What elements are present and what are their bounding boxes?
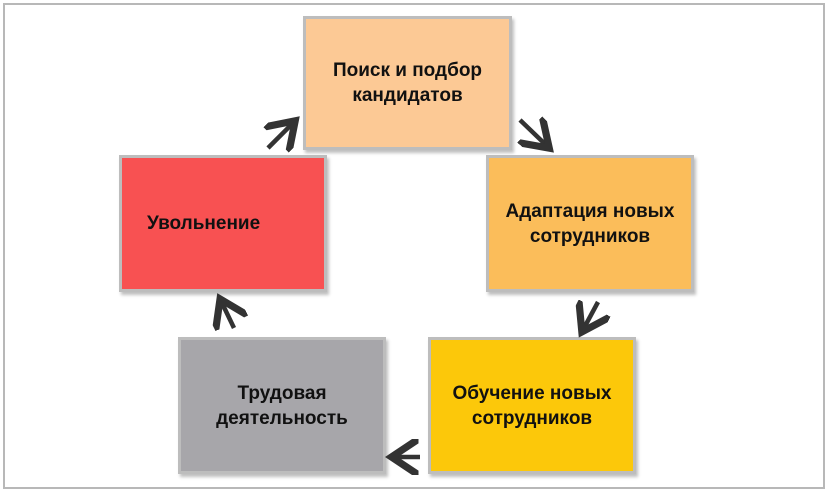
stage-search-label: Поиск и подбор кандидатов (332, 60, 483, 106)
stage-train-label: Обучение новых сотрудников (452, 382, 612, 429)
stage-adapt-label: Адаптация новых сотрудников (505, 200, 675, 247)
stage-search-selection: Поиск и подбор кандидатов (303, 16, 512, 150)
stage-fire-label: Увольнение (147, 213, 261, 234)
stage-work-label: Трудовая деятельность (216, 382, 348, 429)
stage-dismissal: Увольнение (119, 155, 327, 292)
stage-adaptation: Адаптация новых сотрудников (486, 155, 694, 292)
stage-work: Трудовая деятельность (178, 337, 386, 474)
stage-training: Обучение новых сотрудников (428, 337, 636, 474)
